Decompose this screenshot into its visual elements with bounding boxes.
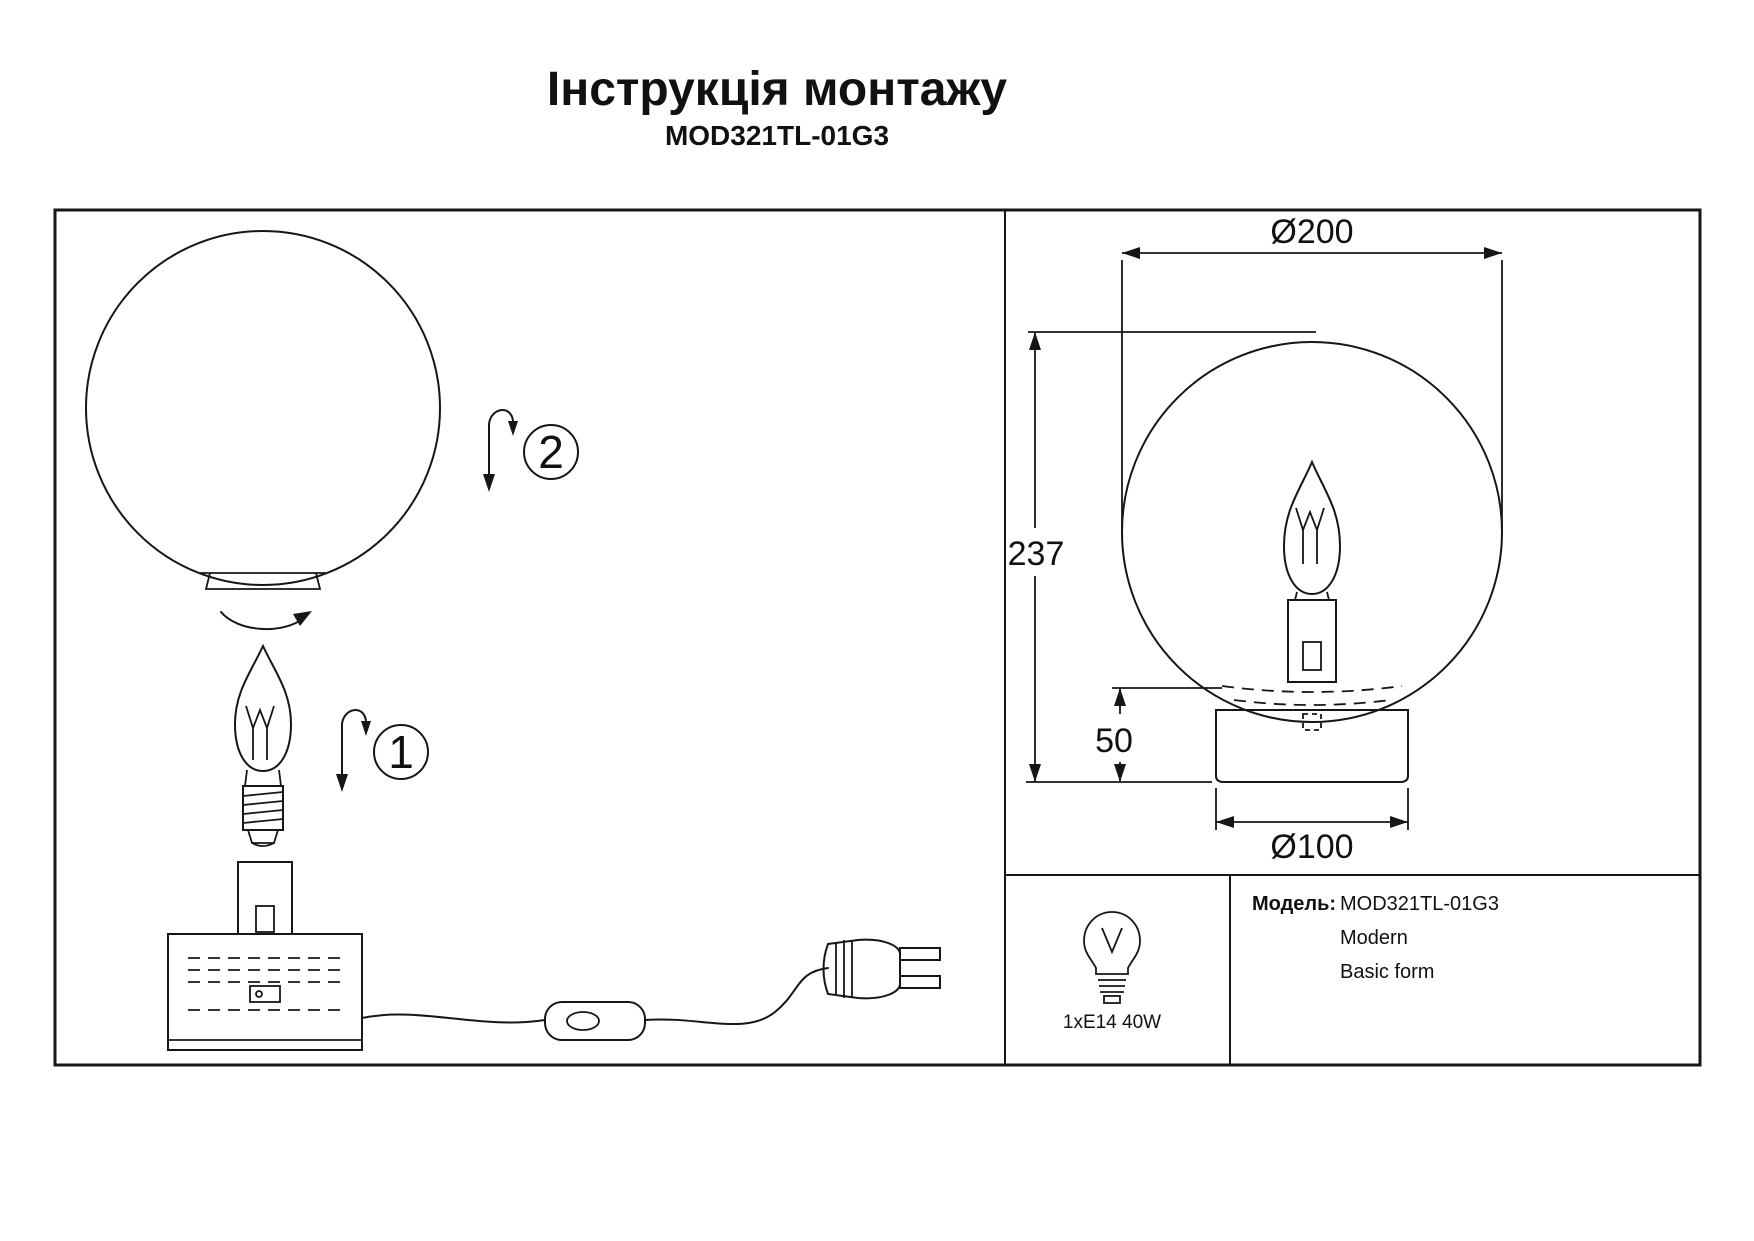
- assembly-panel: 2 1: [85, 230, 941, 1051]
- bulb-filament: [245, 705, 275, 731]
- screw-thread-2: [242, 800, 284, 806]
- page-title: Інструкція монтажу: [547, 63, 1008, 116]
- model-value: MOD321TL-01G3: [1340, 893, 1499, 915]
- dim50-label: 50: [1095, 722, 1133, 760]
- bulb-contact-tip-round: [251, 842, 275, 847]
- dim-socket: [1287, 599, 1337, 683]
- model-label: Модель:: [1252, 893, 1336, 915]
- cord-segment-2: [644, 967, 829, 1026]
- model-spec-cell: Модель: MOD321TL-01G3 Modern Basic form: [1252, 893, 1499, 983]
- dim237-label: 237: [1008, 535, 1065, 573]
- step1-arrow-head: [336, 774, 348, 792]
- frame: [53, 208, 1702, 1067]
- dim-globe-outline: [1121, 341, 1503, 723]
- style-value: Modern: [1340, 927, 1408, 949]
- rotate-arrow-head: [293, 611, 312, 626]
- lamp-spec-cell: 1xE14 40W: [1063, 911, 1161, 1033]
- screw-thread-3: [242, 809, 284, 815]
- screw-thread-1: [242, 791, 284, 797]
- rotate-arrow-icon: [220, 611, 312, 630]
- inline-switch: [544, 1001, 646, 1041]
- socket-tube: [237, 861, 293, 935]
- step2-number: 2: [538, 426, 564, 478]
- dim100-label: Ø100: [1270, 828, 1353, 866]
- globe-drawing: [85, 230, 441, 590]
- dim100-arrow-left: [1216, 816, 1234, 828]
- dim237-arrow-bottom: [1029, 764, 1041, 782]
- switch-button: [566, 1011, 600, 1031]
- screw-thread-4: [242, 818, 284, 824]
- dim-bulb-drawing: [1282, 459, 1342, 683]
- plug-body: [822, 938, 901, 1000]
- step2-twist-hook: [488, 409, 515, 427]
- dimension-panel: Ø200 237 50 Ø100: [1008, 213, 1503, 866]
- bulb-neck-left: [244, 769, 248, 787]
- dim-base-drawing: [1215, 685, 1409, 783]
- bulb-screw-base: [242, 785, 284, 831]
- dim-bulb-glass: [1282, 459, 1342, 596]
- dim100-arrow-right: [1390, 816, 1408, 828]
- dim-base-body: [1215, 709, 1409, 783]
- dim50-arrow-bottom: [1114, 764, 1126, 782]
- bulb-drawing: [233, 643, 293, 847]
- base-terminal-block: [249, 985, 281, 1003]
- step2-arrow-head: [483, 474, 495, 492]
- dim200-arrow-left: [1122, 247, 1140, 259]
- bulb-neck-right: [278, 769, 282, 787]
- dim-bulb-filament: [1295, 507, 1325, 533]
- step1-badge: [373, 724, 429, 780]
- step1-twist-hook: [341, 709, 368, 727]
- dim-bulb-neck-right: [1326, 591, 1330, 601]
- outer-border: [53, 208, 1702, 1067]
- plug-pin-top: [899, 947, 941, 961]
- step2-indicator: 2: [483, 409, 579, 492]
- dim-cup-hidden-2: [1233, 699, 1391, 706]
- dim-total-height: 237: [1008, 331, 1316, 783]
- step1-indicator: 1: [336, 709, 429, 792]
- step1-twist-head: [361, 721, 371, 736]
- cord-and-plug-drawing: [361, 938, 941, 1041]
- lamp-base-drawing: [167, 861, 363, 1051]
- globe-neck-collar: [204, 572, 322, 590]
- base-terminal-knob: [255, 990, 263, 998]
- step1-number: 1: [388, 726, 414, 778]
- rotate-arrow-curve: [220, 611, 305, 630]
- dim-socket-setscrew: [1302, 641, 1322, 671]
- bulb-glass-outline: [233, 643, 293, 773]
- dim-base-height: 50: [1095, 687, 1222, 782]
- socket-setscrew: [255, 905, 275, 933]
- dim50-arrow-top: [1114, 688, 1126, 706]
- model-subtitle: MOD321TL-01G3: [665, 120, 889, 151]
- dim-base-diameter: Ø100: [1215, 788, 1409, 866]
- dim-globe-diameter: Ø200: [1121, 213, 1503, 530]
- bulb-spec-text: 1xE14 40W: [1063, 1012, 1161, 1033]
- bulb-spec-icon-tip: [1103, 995, 1121, 1004]
- form-value: Basic form: [1340, 961, 1434, 983]
- dim-base-hidden-screw: [1302, 713, 1322, 731]
- dim237-arrow-top: [1029, 332, 1041, 350]
- bulb-spec-icon: [1083, 911, 1141, 975]
- step2-twist-head: [508, 421, 518, 436]
- bulb-contact-tip: [247, 829, 279, 844]
- base-body: [167, 933, 363, 1051]
- globe-outline: [85, 230, 441, 586]
- step2-badge: [523, 424, 579, 480]
- dim200-label: Ø200: [1270, 213, 1353, 251]
- dim-bulb-neck-left: [1294, 591, 1298, 601]
- dim200-arrow-right: [1484, 247, 1502, 259]
- cord-segment-1: [361, 1013, 546, 1024]
- bulb-spec-icon-filament: [1101, 927, 1123, 955]
- dim-cup-hidden-1: [1221, 685, 1403, 693]
- plug-pin-bottom: [899, 975, 941, 989]
